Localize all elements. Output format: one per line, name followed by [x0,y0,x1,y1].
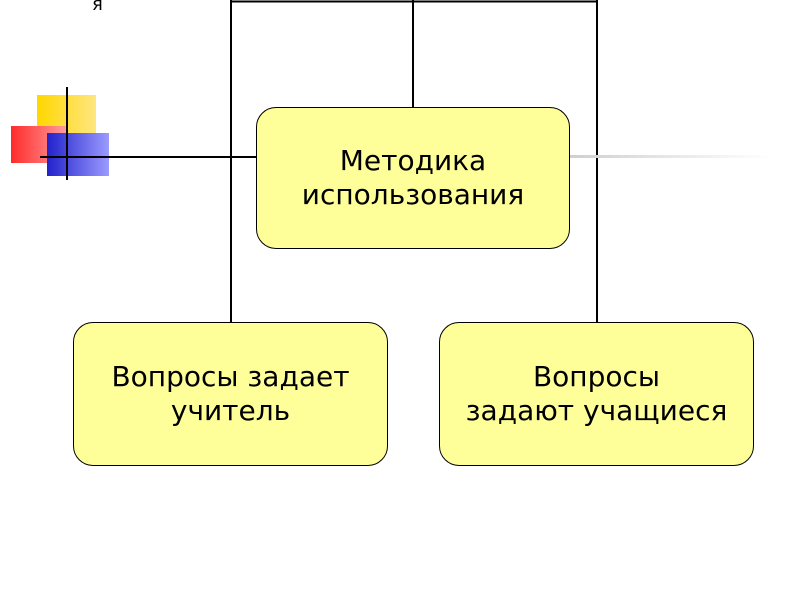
node-student-questions: Вопросы задают учащиеся [439,322,754,466]
node-methodology-label: Методика использования [302,144,524,212]
node-teacher-questions: Вопросы задает учитель [73,322,388,466]
node-student-questions-label: Вопросы задают учащиеся [466,360,728,428]
decor-blue-square [47,133,109,176]
node-methodology: Методика использования [256,107,570,249]
node-teacher-questions-label: Вопросы задает учитель [111,360,349,428]
decorative-squares [11,87,109,180]
top-corner-letter: я [92,0,103,15]
right-horizontal-rule [570,155,770,158]
